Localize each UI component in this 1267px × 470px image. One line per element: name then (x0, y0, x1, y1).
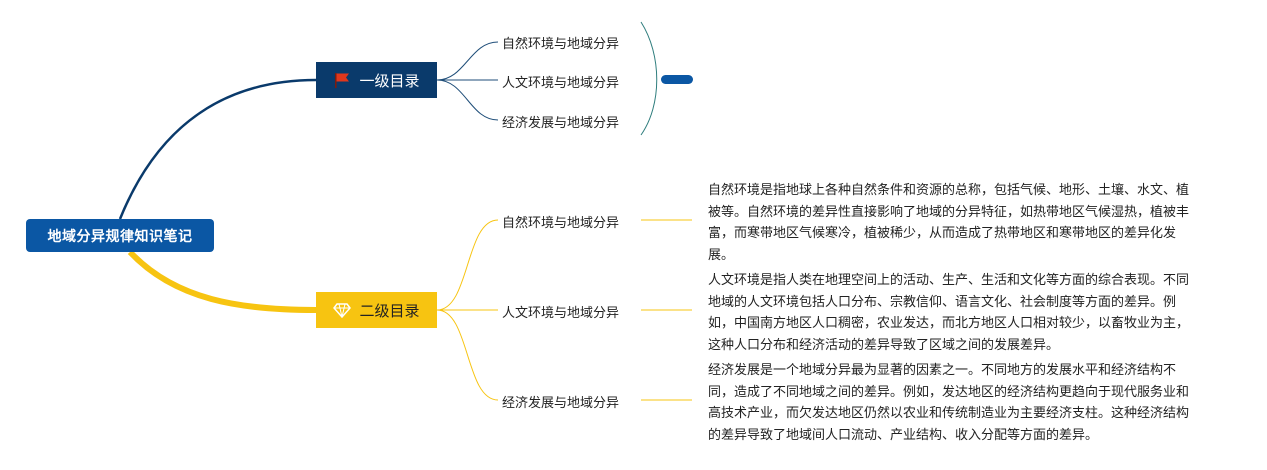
branch-level1-topic[interactable]: 一级目录 (316, 62, 437, 98)
level1-child-natural[interactable]: 自然环境与地域分异 (502, 37, 620, 52)
level2-child-natural[interactable]: 自然环境与地域分异 (502, 216, 620, 231)
root-topic-label: 地域分异规律知识笔记 (47, 228, 193, 245)
level2-child-human[interactable]: 人文环境与地域分异 (502, 306, 620, 321)
branch-level2-topic[interactable]: 二级目录 (316, 292, 437, 328)
detail-natural[interactable]: 自然环境是指地球上各种自然条件和资源的总称，包括气候、地形、土壤、水文、植被等。… (708, 183, 1190, 263)
summary-bracket (640, 21, 658, 136)
level1-child-human[interactable]: 人文环境与地域分异 (502, 76, 620, 91)
link-level1-child1 (436, 41, 499, 81)
red-flag-icon (333, 71, 351, 89)
root-topic[interactable]: 地域分异规律知识笔记 (26, 219, 214, 252)
link-level2-child1 (436, 219, 499, 311)
link-root-to-level1 (118, 78, 317, 220)
detail-human[interactable]: 人文环境是指人类在地理空间上的活动、生产、生活和文化等方面的综合表现。不同地域的… (708, 273, 1190, 353)
link-level1-child3 (436, 79, 499, 121)
diamond-icon (333, 301, 352, 319)
branch-level2-label: 二级目录 (359, 301, 420, 320)
link-root-to-level2 (127, 249, 317, 313)
detail-economic[interactable]: 经济发展是一个地域分异最为显著的因素之一。不同地方的发展水平和经济结构不同，造成… (708, 363, 1190, 443)
branch-level1-label: 一级目录 (359, 71, 420, 90)
link-level2-child3 (436, 309, 499, 401)
summary-node-collapsed[interactable] (661, 75, 693, 84)
level1-child-economic[interactable]: 经济发展与地域分异 (502, 116, 620, 131)
level2-child-economic[interactable]: 经济发展与地域分异 (502, 396, 620, 411)
